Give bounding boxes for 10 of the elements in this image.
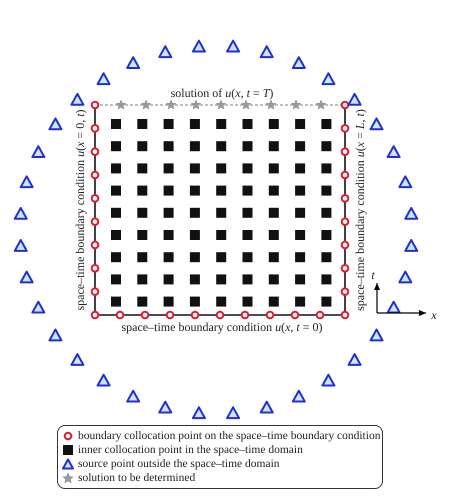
- legend-text: source point outside the space–time domain: [78, 458, 280, 470]
- boundary-condition-label: space–time boundary condition u(x = L, t): [354, 109, 366, 311]
- axis-label: t: [371, 269, 375, 281]
- solution-label: solution of u(x, t = T): [170, 87, 274, 99]
- boundary-condition-label: space–time boundary condition u(x, t = 0): [121, 321, 323, 333]
- boundary-condition-label: space–time boundary condition u(x = 0, t): [74, 109, 86, 311]
- legend-text: solution to be determined: [78, 472, 196, 484]
- axis-label: x: [431, 309, 437, 321]
- legend-text: inner collocation point in the space–time domain: [78, 444, 303, 456]
- legend-text: boundary collocation point on the space–time boundary condition: [78, 430, 380, 442]
